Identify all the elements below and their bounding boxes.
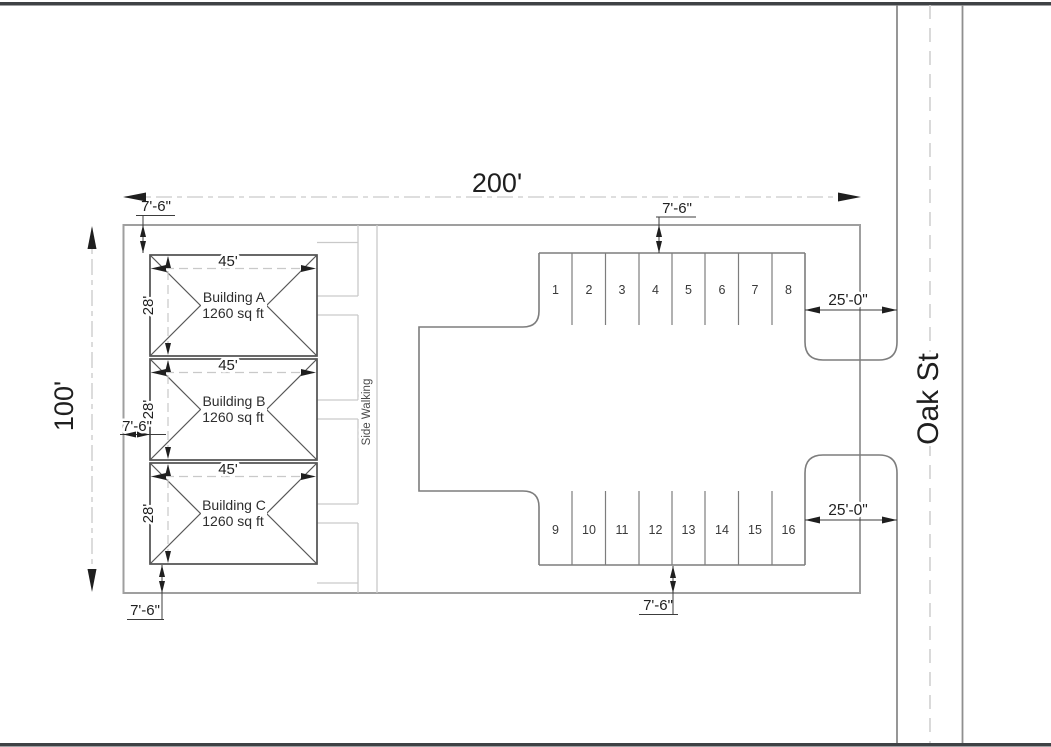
building-c-name: Building C <box>202 497 266 513</box>
stall-number: 11 <box>616 523 629 537</box>
building-c: 45' 28' Building C 1260 sq ft <box>138 459 318 565</box>
driveway-dim-label: 25'-0" <box>828 292 867 309</box>
building-a: 45' 28' Building A 1260 sq ft <box>138 251 318 357</box>
dim-driveway-top: 25'-0" <box>805 290 897 314</box>
stall-number: 4 <box>652 283 659 297</box>
sidewalk-label: Side Walking <box>361 379 373 446</box>
stall-number: 3 <box>619 283 626 297</box>
stall-number: 14 <box>715 523 729 537</box>
arrow-down <box>87 569 97 592</box>
building-c-depth-dim: 28' <box>140 504 157 524</box>
parking-lot-outline <box>418 5 898 743</box>
stall-number: 2 <box>586 283 593 297</box>
lot-boundary <box>122 224 861 594</box>
setback-label: 7'-6" <box>141 198 171 215</box>
dim-setback-top-center: 7'-6" <box>656 200 696 253</box>
stall-number: 9 <box>552 523 559 537</box>
building-b-depth-dim: 28' <box>140 400 157 420</box>
setback-label: 7'-6" <box>130 602 160 619</box>
stall-number: 12 <box>649 523 663 537</box>
parking-stall-numbers-bottom: 9 10 11 12 13 14 15 16 <box>552 523 795 537</box>
dim-lot-width: 200' <box>123 168 861 202</box>
building-a-area: 1260 sq ft <box>202 305 264 321</box>
arrow-up <box>87 226 97 249</box>
building-b-area: 1260 sq ft <box>202 409 264 425</box>
building-b-name: Building B <box>202 393 265 409</box>
building-c-width-dim: 45' <box>218 461 238 478</box>
walkway-stubs <box>317 241 358 584</box>
setback-label: 7'-6" <box>643 597 673 614</box>
driveway-bottom <box>804 454 898 743</box>
dim-lot-height: 100' <box>49 226 97 592</box>
sidewalk <box>317 225 378 593</box>
building-b: 45' 28' Building B 1260 sq ft <box>138 355 318 461</box>
dim-setback-left: 7'-6" <box>120 416 166 438</box>
stall-number: 6 <box>719 283 726 297</box>
stall-number: 16 <box>782 523 796 537</box>
parking-stall-dividers <box>571 253 773 565</box>
driveway-dim-label: 25'-0" <box>828 502 867 519</box>
stall-number: 15 <box>748 523 762 537</box>
drive-area-west-boundary <box>418 253 540 565</box>
lot-width-label: 200' <box>472 168 522 198</box>
parking-stall-numbers-top: 1 2 3 4 5 6 7 8 <box>552 283 792 297</box>
dim-setback-bottom-left: 7'-6" <box>127 565 165 620</box>
stall-number: 8 <box>785 283 792 297</box>
building-b-width-dim: 45' <box>218 357 238 374</box>
stall-number: 7 <box>752 283 759 297</box>
dim-driveway-bottom: 25'-0" <box>805 500 897 524</box>
dim-setback-bottom-center: 7'-6" <box>639 566 678 615</box>
street-label-backdrop <box>905 352 949 446</box>
setback-label: 7'-6" <box>122 418 152 435</box>
stall-number: 5 <box>685 283 692 297</box>
stall-number: 1 <box>552 283 559 297</box>
street-name-label: Oak St <box>912 352 945 444</box>
arrow-left <box>123 192 146 202</box>
building-c-area: 1260 sq ft <box>202 513 264 529</box>
building-a-width-dim: 45' <box>218 253 238 270</box>
lot-height-label: 100' <box>49 381 79 431</box>
stall-number: 13 <box>682 523 696 537</box>
building-a-name: Building A <box>203 289 266 305</box>
building-a-depth-dim: 28' <box>140 296 157 316</box>
stall-number: 10 <box>582 523 596 537</box>
setback-label: 7'-6" <box>662 200 692 217</box>
driveway-top <box>804 5 898 361</box>
dim-setback-top-left: 7'-6" <box>136 198 175 253</box>
arrow-right <box>838 192 861 202</box>
